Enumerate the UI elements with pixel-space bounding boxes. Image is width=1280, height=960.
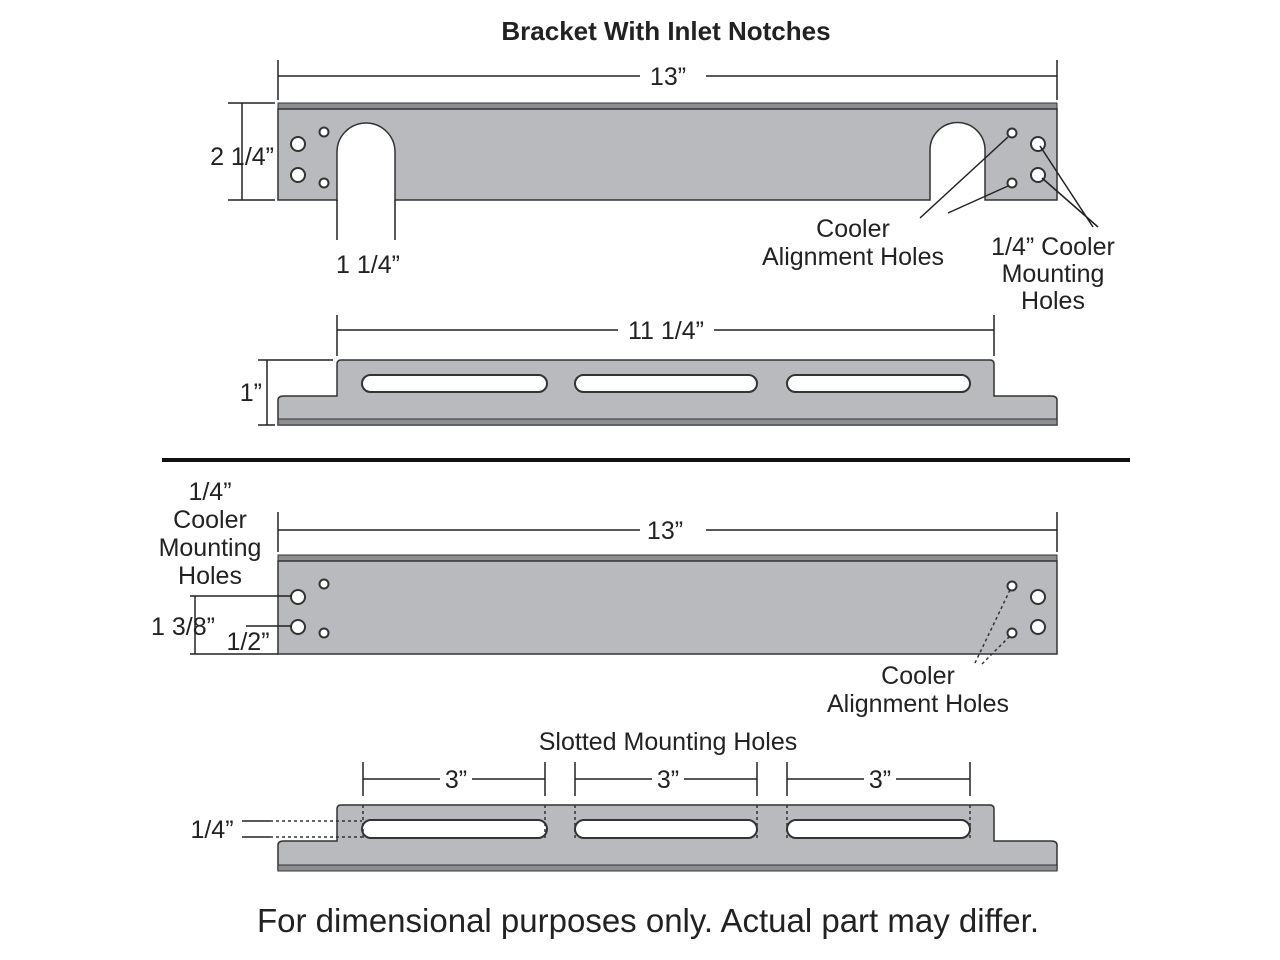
length-dimension: 13”	[647, 517, 683, 545]
side-view-slotted: Slotted Mounting Holes 3” 3” 3” 1/4”	[190, 728, 1058, 872]
length-dimension: 11 1/4”	[628, 317, 704, 345]
mounting-holes-label: 1/4” Cooler	[991, 233, 1115, 261]
top-view-plain-bracket: 13” 1/4” Cooler Mounting Holes 1 3/8” 1/…	[151, 478, 1058, 718]
edge-offset-dimension: 1/2”	[226, 628, 269, 656]
height-dimension: 2 1/4”	[210, 143, 274, 171]
alignment-holes-label: Cooler	[881, 662, 955, 690]
top-view-notched-bracket: 13” 2 1/4” 1 1/4” Cooler Alignment Holes…	[210, 60, 1115, 315]
length-dimension: 13”	[650, 63, 686, 91]
mounting-holes-label: Mounting	[1002, 260, 1105, 288]
notch-width-dimension: 1 1/4”	[336, 251, 400, 279]
hole-spacing-dimension: 1 3/8”	[151, 613, 215, 641]
mounting-holes-label: 1/4”	[188, 478, 231, 506]
height-dimension: 1”	[240, 379, 262, 407]
side-view-1: 11 1/4” 1”	[240, 315, 1058, 426]
alignment-holes-label: Alignment Holes	[762, 243, 944, 271]
slot-width-dimension: 1/4”	[190, 816, 233, 844]
section-divider	[162, 458, 1130, 462]
slot-length-dimension: 3”	[657, 766, 679, 794]
mounting-holes-label: Holes	[1021, 287, 1085, 315]
mounting-holes-label: Holes	[178, 562, 242, 590]
alignment-holes-label: Cooler	[816, 215, 890, 243]
slot-length-dimension: 3”	[445, 766, 467, 794]
mounting-holes-label: Mounting	[159, 534, 262, 562]
mounting-holes-label: Cooler	[173, 506, 247, 534]
slot-length-dimension: 3”	[869, 766, 891, 794]
disclaimer-footer: For dimensional purposes only. Actual pa…	[257, 902, 1039, 939]
alignment-holes-label: Alignment Holes	[827, 690, 1009, 718]
slotted-holes-label: Slotted Mounting Holes	[539, 728, 797, 756]
diagram-title: Bracket With Inlet Notches	[501, 16, 830, 46]
